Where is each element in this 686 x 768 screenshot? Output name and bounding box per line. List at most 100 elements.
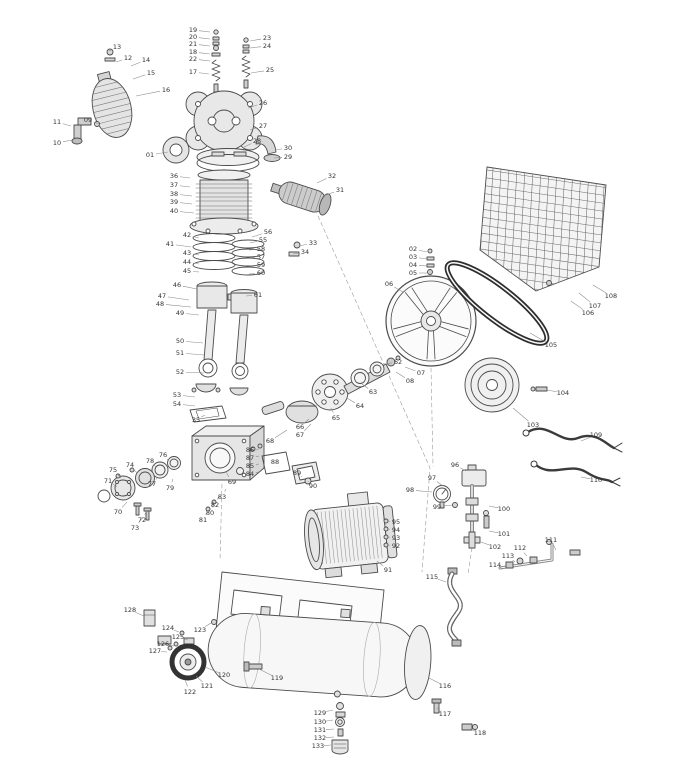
leader-line xyxy=(523,552,528,557)
leader-line xyxy=(546,389,558,393)
part-number-label: 07 xyxy=(417,369,425,377)
leader-line xyxy=(112,484,118,488)
leader-line xyxy=(394,286,404,293)
part-number-label: 52 xyxy=(176,368,184,376)
leader-line xyxy=(500,567,504,570)
leader-line xyxy=(204,666,219,673)
part-number-label: 74 xyxy=(126,461,134,469)
leader-line xyxy=(185,341,204,344)
part-number-label: 81 xyxy=(199,516,207,524)
leader-line xyxy=(346,397,356,404)
leader-line xyxy=(132,74,146,80)
leader-line xyxy=(168,644,175,647)
discharge-pipe xyxy=(498,539,581,570)
part-number-label: 131 xyxy=(314,726,326,734)
part-number-label: 51 xyxy=(176,349,184,357)
leader-line xyxy=(121,501,128,508)
part-number-label: 108 xyxy=(605,292,617,300)
part-number-label: 46 xyxy=(173,281,181,289)
finned-cylinder xyxy=(189,169,259,235)
part-number-label: 92 xyxy=(392,542,400,550)
part-number-label: 84 xyxy=(246,470,254,478)
leader-line xyxy=(198,37,211,40)
part-number-label: 129 xyxy=(314,709,326,717)
part-number-label: 33 xyxy=(309,239,317,247)
leader-line xyxy=(292,252,300,255)
part-number-label: 30 xyxy=(284,144,292,152)
drain-valve-parts xyxy=(331,702,349,755)
leader-line xyxy=(192,271,200,273)
leader-line xyxy=(512,407,529,422)
part-number-label: 09 xyxy=(84,116,92,124)
part-number-label: 127 xyxy=(149,647,161,655)
leader-line xyxy=(225,471,230,477)
leader-line xyxy=(428,677,440,684)
part-number-label: 58 xyxy=(257,245,265,253)
leader-line xyxy=(361,383,369,389)
leader-line xyxy=(437,578,447,583)
leader-line xyxy=(155,477,158,480)
leader-line xyxy=(436,481,444,487)
part-number-label: 44 xyxy=(183,258,191,266)
leader-line xyxy=(198,72,210,75)
leader-line xyxy=(529,332,546,343)
part-number-label: 128 xyxy=(124,606,136,614)
part-number-label: 59 xyxy=(257,261,265,269)
leader-line xyxy=(325,736,335,738)
part-number-label: 11 xyxy=(53,118,61,126)
part-number-label: 47 xyxy=(158,292,166,300)
part-number-label: 15 xyxy=(147,69,155,77)
part-number-label: 123 xyxy=(194,626,206,634)
part-number-label: 36 xyxy=(170,172,178,180)
part-number-label: 72 xyxy=(138,516,146,524)
part-number-label: 112 xyxy=(514,544,526,552)
part-number-label: 110 xyxy=(590,476,602,484)
leader-line xyxy=(108,49,112,52)
leader-line xyxy=(224,488,227,492)
leader-line xyxy=(418,249,428,253)
leader-line xyxy=(185,371,205,374)
leader-line xyxy=(185,353,205,356)
part-number-label: 62 xyxy=(394,358,402,366)
leader-line xyxy=(182,395,196,398)
head-cover xyxy=(162,136,190,164)
part-number-label: 130 xyxy=(314,718,326,726)
leader-line xyxy=(167,296,190,301)
leader-line xyxy=(300,475,302,477)
part-number-label: 78 xyxy=(146,457,154,465)
pressure-switch-assembly xyxy=(433,464,490,549)
part-number-label: 88 xyxy=(271,458,279,466)
part-number-label: 104 xyxy=(557,389,569,397)
part-number-label: 111 xyxy=(545,536,557,544)
leader-line xyxy=(179,176,191,179)
part-number-label: 89 xyxy=(293,469,301,477)
part-number-label: 114 xyxy=(489,561,501,569)
part-number-label: 65 xyxy=(332,414,340,422)
inlet-elbow xyxy=(71,117,100,145)
part-number-label: 49 xyxy=(176,309,184,317)
part-number-label: 69 xyxy=(228,478,236,486)
pistons-connecting-rods xyxy=(191,281,258,396)
part-number-label: 43 xyxy=(183,249,191,257)
braided-hose xyxy=(447,567,463,647)
leader-line xyxy=(415,490,433,493)
part-number-label: 85 xyxy=(246,462,254,470)
leader-line xyxy=(578,292,591,303)
part-number-label: 48 xyxy=(156,300,164,308)
part-number-label: 66 xyxy=(296,423,304,431)
leader-line xyxy=(138,516,144,524)
leader-line xyxy=(182,404,196,407)
part-number-label: 77 xyxy=(148,480,156,488)
part-number-label: 94 xyxy=(392,526,400,534)
leader-line xyxy=(135,90,161,97)
leader-line xyxy=(247,104,258,109)
leader-line xyxy=(179,211,195,214)
leader-line xyxy=(570,300,584,310)
part-number-label: 53 xyxy=(173,391,181,399)
part-number-label: 28 xyxy=(253,137,261,145)
leader-line xyxy=(179,202,193,205)
flywheel xyxy=(385,275,477,367)
leader-line xyxy=(304,418,310,424)
part-number-label: 99 xyxy=(433,503,441,511)
leader-line xyxy=(173,629,180,633)
